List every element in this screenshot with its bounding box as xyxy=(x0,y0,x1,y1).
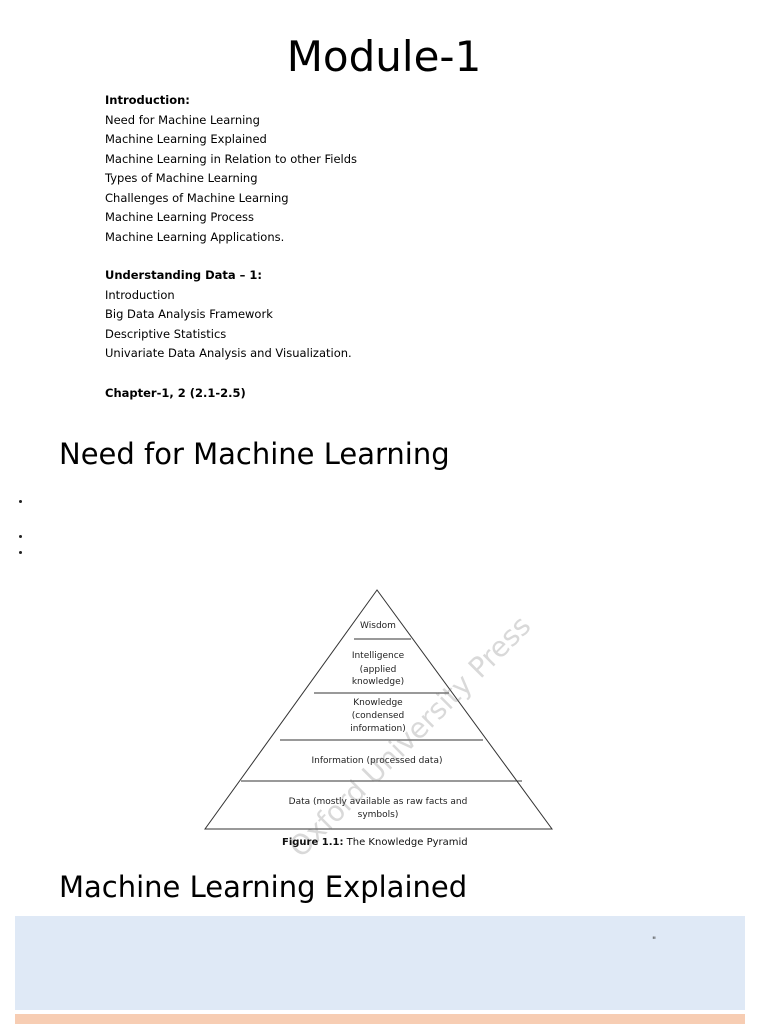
understanding-data-list: Understanding Data – 1: Introduction Big… xyxy=(105,266,352,364)
pyramid-outline xyxy=(204,589,553,830)
highlight-strip xyxy=(15,1014,745,1024)
section-heading-need: Need for Machine Learning xyxy=(59,437,450,471)
introduction-item: Types of Machine Learning xyxy=(105,171,258,185)
definition-box xyxy=(15,916,745,1010)
pyramid-label-knowledge: information) xyxy=(350,724,405,734)
pyramid-label-intelligence: knowledge) xyxy=(352,677,404,687)
pyramid-label-knowledge: (condensed xyxy=(352,711,405,721)
understanding-data-item: Univariate Data Analysis and Visualizati… xyxy=(105,346,352,360)
introduction-item: Machine Learning Process xyxy=(105,210,255,224)
introduction-item: Challenges of Machine Learning xyxy=(105,190,289,205)
introduction-item: Machine Learning in Relation to other Fi… xyxy=(105,151,358,166)
understanding-data-item: Big Data Analysis Framework xyxy=(105,307,273,321)
quote-mark: " xyxy=(652,936,657,946)
pyramid-label-data: Data (mostly available as raw facts and xyxy=(289,797,468,807)
pyramid-label-data: symbols) xyxy=(358,810,399,820)
understanding-data-item: Descriptive Statistics xyxy=(105,326,227,341)
figure-caption-label: Figure 1.1: xyxy=(282,837,344,848)
knowledge-pyramid-figure: Wisdom Intelligence (applied knowledge) … xyxy=(204,589,553,830)
bullet-point xyxy=(19,500,22,503)
introduction-item: Need for Machine Learning xyxy=(105,112,260,127)
pyramid-label-intelligence: (applied xyxy=(360,665,397,675)
chapter-reference: Chapter-1, 2 (2.1-2.5) xyxy=(105,384,246,404)
introduction-item: Machine Learning Explained xyxy=(105,132,267,146)
pyramid-label-wisdom: Wisdom xyxy=(360,621,396,631)
bullet-point xyxy=(19,551,22,554)
figure-caption: Figure 1.1: The Knowledge Pyramid xyxy=(282,837,468,848)
bullet-point xyxy=(19,535,22,538)
pyramid-label-intelligence: Intelligence xyxy=(352,651,405,661)
introduction-item: Machine Learning Applications. xyxy=(105,229,285,244)
understanding-data-item: Introduction xyxy=(105,287,175,302)
understanding-data-heading: Understanding Data – 1: xyxy=(105,268,263,282)
page-title: Module-1 xyxy=(286,32,482,81)
chapter-reference-text: Chapter-1, 2 (2.1-2.5) xyxy=(105,386,246,400)
introduction-list: Introduction: Need for Machine Learning … xyxy=(105,91,357,247)
pyramid-label-information: Information (processed data) xyxy=(312,756,443,766)
pyramid-label-knowledge: Knowledge xyxy=(353,698,403,708)
section-heading-explained: Machine Learning Explained xyxy=(59,870,468,904)
figure-caption-text: The Knowledge Pyramid xyxy=(346,837,468,848)
introduction-heading: Introduction: xyxy=(105,93,190,107)
